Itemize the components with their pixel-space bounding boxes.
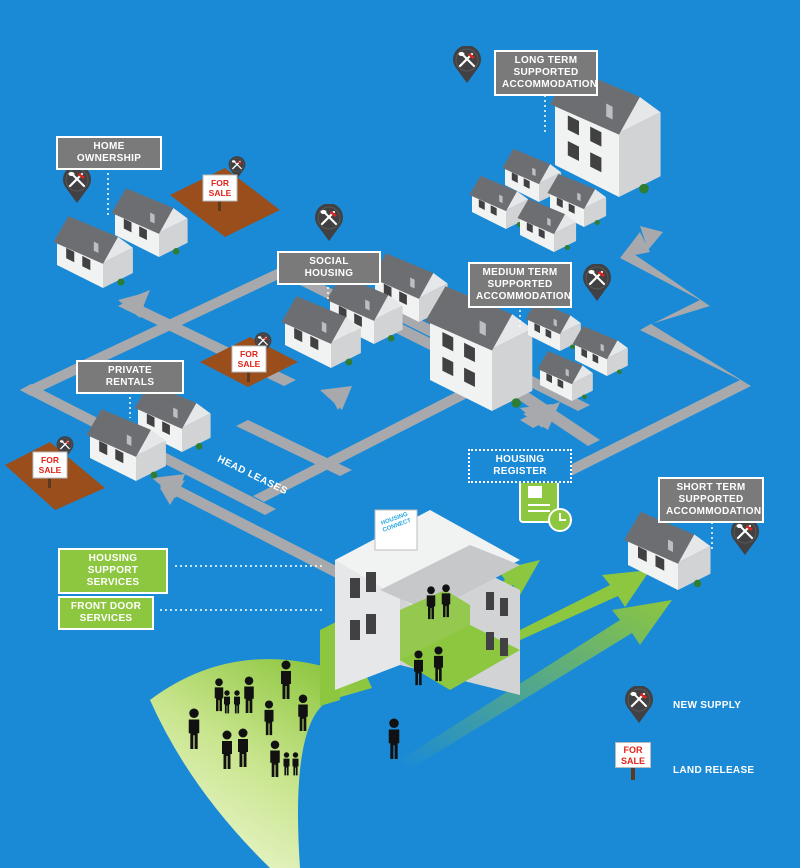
for-sale-text: SALE bbox=[238, 359, 261, 369]
house bbox=[572, 326, 628, 376]
social-housing-label: SOCIAL HOUSING bbox=[277, 251, 381, 285]
for-sale-text: SALE bbox=[209, 188, 232, 198]
housing-connect-building bbox=[335, 509, 520, 695]
logo-board bbox=[374, 509, 418, 551]
house bbox=[624, 511, 711, 590]
house bbox=[371, 253, 448, 322]
house bbox=[134, 383, 211, 452]
house bbox=[525, 301, 581, 351]
housing-register-label: HOUSING REGISTER bbox=[468, 449, 572, 483]
home-ownership-label: HOME OWNERSHIP bbox=[56, 136, 162, 170]
house bbox=[53, 216, 133, 288]
front-door-services-label: FRONT DOOR SERVICES bbox=[58, 596, 154, 630]
for-sale-text: SALE bbox=[39, 465, 62, 475]
house bbox=[517, 198, 577, 252]
house bbox=[547, 173, 607, 227]
house bbox=[425, 286, 533, 411]
house bbox=[326, 275, 403, 344]
private-rentals-label: PRIVATE RENTALS bbox=[76, 360, 184, 394]
medium-term-label: MEDIUM TERM SUPPORTED ACCOMMODATION bbox=[468, 262, 572, 308]
housing-support-services-label: HOUSING SUPPORT SERVICES bbox=[58, 548, 168, 594]
house bbox=[111, 188, 188, 257]
house bbox=[537, 351, 593, 401]
road-arrowheads bbox=[118, 226, 663, 498]
short-term-label: SHORT TERM SUPPORTED ACCOMMODATION bbox=[658, 477, 764, 523]
for-sale-text: FOR bbox=[240, 349, 258, 359]
house bbox=[281, 296, 361, 368]
house bbox=[469, 175, 529, 229]
legend-land-release: LAND RELEASE bbox=[673, 765, 755, 776]
for-sale-text: FOR bbox=[211, 178, 229, 188]
houses bbox=[53, 68, 711, 590]
long-term-label: LONG TERM SUPPORTED ACCOMMODATION bbox=[494, 50, 598, 96]
crowd-glow bbox=[150, 640, 372, 868]
for-sale-text: FOR bbox=[41, 455, 59, 465]
legend-for-sale-sign: FOR SALE bbox=[615, 742, 651, 768]
legend-sign-post bbox=[631, 768, 635, 780]
house bbox=[86, 409, 166, 481]
legend-new-supply: NEW SUPPLY bbox=[673, 700, 742, 711]
